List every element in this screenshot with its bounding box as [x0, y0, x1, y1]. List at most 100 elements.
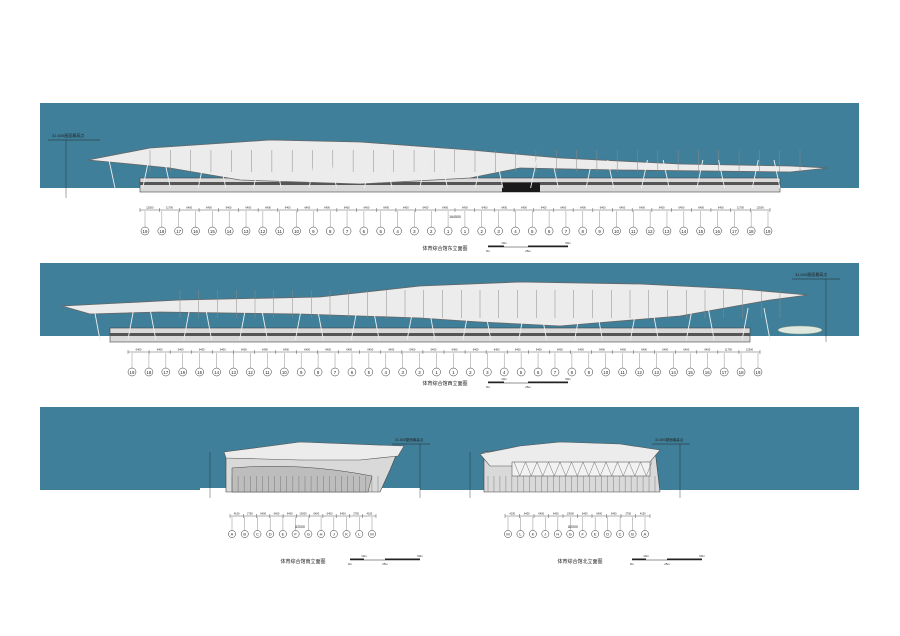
axis-label: A [231, 532, 234, 537]
axis-bubble [629, 226, 638, 236]
axis-label: 12 [248, 370, 253, 375]
east-roof [87, 139, 829, 185]
dimension-value: 13000 [567, 512, 575, 516]
support-column [540, 307, 548, 341]
support-column [93, 307, 101, 341]
axis-bubble [229, 367, 238, 377]
dimension-value: 6400 [364, 206, 370, 210]
support-column [441, 159, 448, 189]
axis-bubble [529, 530, 537, 538]
axis-label: 11 [631, 229, 636, 234]
axis-bubble [376, 226, 385, 236]
dimension-value: 6400 [313, 512, 319, 516]
axis-label: F [294, 532, 297, 537]
scale-segment [632, 558, 646, 560]
axis-bubble [645, 226, 655, 236]
scale-segment [488, 245, 504, 247]
scale-label: 0m [348, 562, 353, 566]
axis-bubble [174, 226, 183, 236]
axis-bubble [410, 226, 419, 236]
axis-label: 19 [130, 370, 135, 375]
support-column [641, 159, 648, 189]
axis-bubble [313, 367, 323, 377]
support-column [496, 159, 504, 189]
axis-bubble [566, 530, 575, 538]
support-column [372, 307, 380, 341]
dimension-value: 6400 [462, 206, 468, 210]
support-column [419, 159, 427, 189]
axis-label: 12 [260, 229, 265, 234]
axis-label: 6 [537, 370, 540, 375]
dimension-value: 6400 [245, 206, 251, 210]
axis-bubble [212, 367, 221, 377]
support-column [363, 159, 371, 189]
axis-bubble [516, 367, 526, 377]
axis-label: 1 [447, 229, 450, 234]
axis-label: 11 [265, 370, 270, 375]
axis-label: 9 [312, 229, 315, 234]
dimension-value: 6400 [599, 348, 605, 352]
axis-label: A [644, 532, 647, 537]
axis-label: 7 [346, 229, 349, 234]
axis-bubble [669, 367, 678, 377]
axis-label: 8 [317, 370, 320, 375]
axis-label: 2 [418, 370, 421, 375]
axis-label: 9 [300, 370, 303, 375]
support-column [596, 307, 603, 341]
dimension-value: 6400 [186, 206, 192, 210]
scale-label: 50m [565, 241, 571, 245]
axis-label: 7 [334, 370, 337, 375]
dimension-value: 6400 [226, 206, 232, 210]
dimension-value: 6400 [662, 348, 668, 352]
truss-member [536, 461, 543, 477]
dimension-value: 6400 [553, 512, 559, 516]
axis-label: 4 [396, 229, 399, 234]
east-roof-ribs [149, 150, 801, 172]
axis-bubble [618, 367, 627, 377]
dimension-value: 6400 [641, 348, 647, 352]
dimension-value: 6400 [283, 348, 289, 352]
west-title: 体育综合馆西立面图 [422, 380, 467, 387]
dimension-value: 6400 [578, 348, 584, 352]
axis-bubble [426, 226, 436, 236]
axis-label: C [619, 532, 622, 537]
axis-bubble [157, 226, 167, 236]
axis-bubble [144, 367, 154, 377]
dimension-value: 6400 [639, 206, 645, 210]
dimension-value: 6400 [619, 206, 625, 210]
axis-bubble [483, 367, 492, 377]
axis-label: 5 [368, 370, 371, 375]
truss-member [623, 461, 630, 477]
axis-bubble [330, 367, 340, 377]
dimension-value: 6400 [344, 206, 350, 210]
axis-bubble [195, 367, 204, 377]
scale-label: 25m [664, 562, 670, 566]
south-total-dimension: 82000 [295, 525, 305, 529]
west-level-label: 31.600屋面最高点 [795, 271, 827, 277]
dimension-value: 2750 [247, 512, 253, 516]
dimension-value: 12500 [146, 206, 154, 210]
dimension-value: 6400 [178, 348, 184, 352]
axis-label: 10 [282, 370, 287, 375]
axis-bubble [355, 530, 364, 538]
axis-label: 7 [565, 229, 568, 234]
west-roof-ribs [179, 290, 781, 318]
axis-bubble [359, 226, 369, 236]
axis-bubble [253, 530, 262, 538]
axis-label: 13 [231, 370, 236, 375]
axis-bubble [228, 530, 236, 538]
dimension-value: 11700 [737, 206, 745, 210]
axis-label: C [256, 532, 259, 537]
dimension-value: 6400 [324, 206, 330, 210]
dimension-value: 6400 [260, 512, 266, 516]
axis-label: 16 [715, 229, 720, 234]
dimension-value: 12500 [757, 206, 765, 210]
west-facade-band [110, 333, 750, 336]
